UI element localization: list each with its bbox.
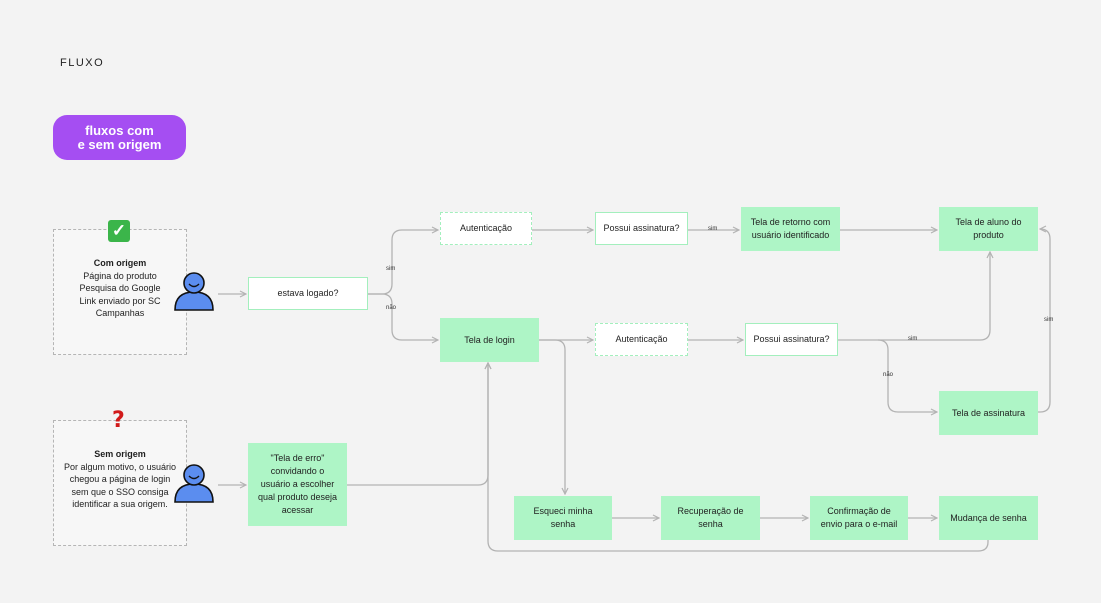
- node-label: Autenticação: [615, 334, 668, 344]
- node-label: Possui assinatura?: [603, 223, 680, 233]
- origin-sem-line: sem que o SSO consiga: [71, 486, 169, 497]
- check-mark-icon: ✓: [108, 220, 130, 242]
- edge-label-sim: sim: [908, 336, 918, 342]
- origin-com-box: Com origem Página do produto Pesquisa do…: [53, 229, 187, 355]
- node-label: Possui assinatura?: [753, 334, 830, 344]
- page-title: FLUXO: [60, 57, 105, 69]
- connector-possui2-nao: [877, 339, 937, 412]
- node-autenticacao-2: Autenticação: [595, 323, 688, 356]
- badge-line-2: e sem origem: [77, 136, 162, 152]
- connector-logado-nao: [368, 293, 438, 340]
- connector-mudanca-to-login: [488, 363, 989, 552]
- node-estava-logado: estava logado?: [248, 277, 368, 310]
- node-label: convidando o: [270, 466, 325, 476]
- user-icon: [174, 464, 214, 503]
- origin-com-title: Com origem: [93, 258, 147, 268]
- node-possui-assinatura-2: Possui assinatura?: [745, 323, 838, 356]
- origin-sem-line: identificar a sua origem.: [72, 499, 168, 509]
- node-label: senha: [550, 519, 576, 529]
- node-label: acessar: [281, 505, 314, 515]
- node-confirmacao-envio: Confirmação de envio para o e-mail: [810, 496, 908, 540]
- edge-label-sim: sim: [386, 266, 396, 272]
- question-mark-icon: ?: [112, 408, 125, 433]
- node-label: "Tela de erro": [270, 453, 325, 463]
- node-label: Tela de assinatura: [951, 407, 1026, 418]
- connector-assinatura-to-aluno: [1038, 229, 1051, 413]
- node-label: envio para o e-mail: [820, 519, 898, 529]
- node-label: Autenticação: [459, 223, 513, 233]
- node-label: Tela de login: [464, 334, 515, 345]
- node-label: Mudança de senha: [950, 512, 1027, 523]
- node-label: senha: [698, 519, 723, 529]
- node-tela-login: Tela de login: [440, 318, 539, 362]
- node-label: estava logado?: [277, 288, 339, 298]
- origin-sem-title: Sem origem: [94, 449, 146, 459]
- node-mudanca-senha: Mudança de senha: [939, 496, 1038, 540]
- node-tela-aluno: Tela de aluno do produto: [939, 207, 1038, 251]
- node-label: usuário identificado: [751, 230, 830, 240]
- connector-login-to-esqueci: [539, 339, 565, 494]
- connector-erro-to-login: [347, 363, 488, 486]
- node-label: Tela de aluno do: [955, 217, 1022, 227]
- node-label: produto: [973, 230, 1004, 240]
- node-label: Tela de retorno com: [750, 217, 831, 227]
- origin-com-line: Campanhas: [95, 308, 145, 318]
- edge-label-sim: sim: [1044, 317, 1054, 323]
- node-tela-retorno: Tela de retorno com usuário identificado: [741, 207, 840, 251]
- origin-com-line: Página do produto: [83, 270, 157, 281]
- edge-label-sim: sim: [708, 226, 718, 232]
- origin-sem-line: chegou a página de login: [69, 474, 171, 484]
- origin-com-line: Link enviado por SC: [79, 295, 161, 306]
- badge-line-1: fluxos com: [85, 122, 154, 138]
- node-label: Recuperação de: [677, 506, 744, 516]
- node-autenticacao-1: Autenticação: [440, 212, 532, 245]
- origin-sem-line: Por algum motivo, o usuário: [63, 461, 177, 472]
- origin-com-line: Pesquisa do Google: [79, 283, 161, 293]
- node-label: usuário a escolher: [260, 479, 335, 489]
- edge-label-nao: não: [883, 372, 894, 378]
- node-esqueci-senha: Esqueci minha senha: [514, 496, 612, 540]
- node-label: Esqueci minha: [533, 506, 593, 516]
- user-icon: [174, 272, 214, 311]
- node-label: qual produto deseja: [257, 492, 338, 502]
- node-tela-assinatura: Tela de assinatura: [939, 391, 1038, 435]
- node-tela-erro: "Tela de erro" convidando o usuário a es…: [248, 443, 347, 526]
- connector-possui2-sim: [838, 252, 990, 341]
- node-recuperacao-senha: Recuperação de senha: [661, 496, 760, 540]
- connector-logado-sim: [368, 230, 438, 295]
- edge-label-nao: não: [386, 305, 397, 311]
- origin-sem-box: Sem origem Por algum motivo, o usuário c…: [53, 420, 187, 546]
- node-label: Confirmação de: [827, 506, 891, 516]
- flow-title-badge: fluxos com e sem origem: [53, 115, 186, 160]
- node-possui-assinatura-1: Possui assinatura?: [595, 212, 688, 245]
